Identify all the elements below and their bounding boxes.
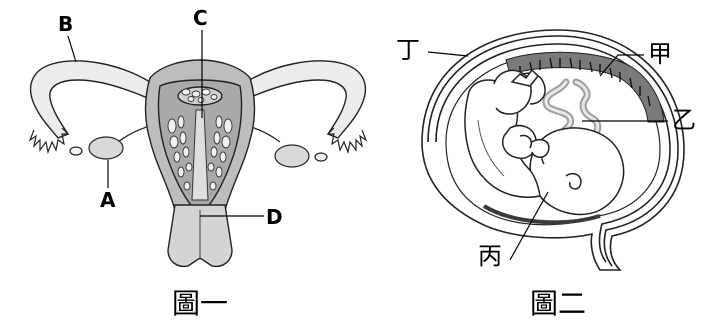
figure1-caption: 圖一 — [172, 290, 228, 318]
uterus — [146, 60, 255, 210]
figure2-fetus-in-uterus — [422, 30, 684, 270]
figure1-female-reproductive-system — [30, 30, 366, 266]
label-d: D — [266, 207, 283, 227]
label-yi: 乙 — [672, 108, 696, 132]
label-b: B — [58, 14, 73, 34]
label-c: C — [193, 8, 208, 28]
figure2-caption: 圖二 — [530, 290, 586, 318]
label-jia: 甲 — [648, 42, 672, 66]
label-ding: 丁 — [396, 38, 420, 62]
vagina — [168, 205, 232, 266]
label-b-leader — [68, 36, 76, 62]
label-ding-leader — [428, 52, 468, 56]
label-bing: 丙 — [478, 244, 502, 268]
label-a: A — [100, 190, 115, 210]
